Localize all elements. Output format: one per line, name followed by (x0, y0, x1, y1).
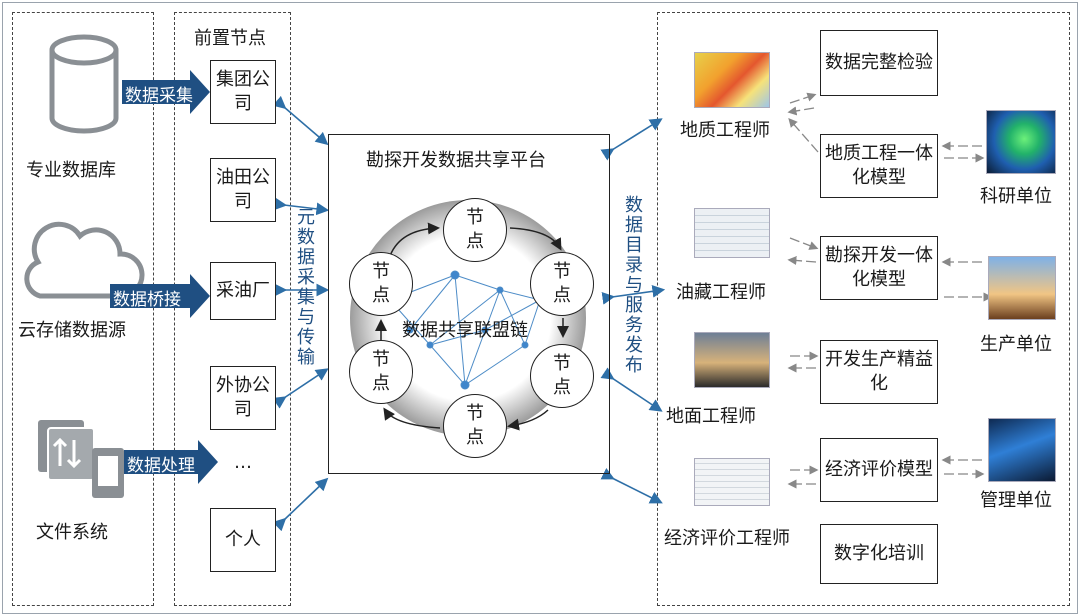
control-room-image (988, 418, 1056, 482)
surface-engineer-label: 地面工程师 (666, 406, 756, 427)
geo-engineering-model-box: 地质工程一体化模型 (820, 134, 938, 198)
surface-facility-image (694, 332, 770, 388)
ring-arc-1 (389, 222, 440, 257)
platform-title: 勘探开发数据共享平台 (366, 150, 546, 171)
file-system-label: 文件系统 (36, 522, 108, 543)
link-reservoir-model (789, 237, 819, 250)
metadata-transfer-label: 元数据采集与传输 (297, 207, 315, 368)
exploration-dev-model-box: 勘探开发一体化模型 (820, 236, 938, 300)
data-integrity-check-box: 数据完整检验 (820, 30, 938, 96)
front-node-person: 个人 (210, 508, 276, 572)
ring-arc-4 (507, 409, 549, 431)
link-group-platform (272, 95, 329, 146)
chain-node-lower-right: 节点 (530, 344, 594, 408)
chain-label: 数据共享联盟链 (402, 320, 528, 341)
process-arrow-shape (124, 440, 218, 484)
research-unit-label: 科研单位 (980, 186, 1052, 207)
chain-node-top: 节点 (443, 198, 507, 262)
geologist-label: 地质工程师 (680, 120, 770, 141)
front-node-ellipsis: … (234, 452, 252, 473)
link-platform-surface (600, 367, 663, 412)
front-node-contractor: 外协公司 (210, 366, 276, 430)
ring-arc-2 (509, 227, 562, 251)
source-region (12, 12, 154, 606)
bridge-arrow-shape (110, 274, 210, 318)
database-icon (49, 34, 119, 134)
chain-mesh (386, 270, 544, 390)
front-node-region (174, 12, 291, 606)
research-3d-image (986, 110, 1056, 174)
front-node-plant: 采油厂 (210, 262, 276, 320)
digital-training-box: 数字化培训 (820, 524, 938, 584)
front-node-title: 前置节点 (194, 28, 266, 49)
link-geo-model-geologist (788, 118, 819, 153)
collect-arrow-label: 数据采集 (125, 86, 193, 106)
cloud-source-label: 云存储数据源 (18, 320, 126, 341)
link-model-reservoir (787, 255, 817, 266)
chain-node-upper-left: 节点 (349, 252, 413, 316)
platform-box (328, 134, 610, 474)
link-platform-economist (600, 467, 663, 504)
application-region (657, 12, 1070, 606)
pumpjack-image (988, 256, 1056, 320)
economic-table-image (694, 458, 770, 506)
link-person-platform (272, 477, 329, 532)
link-platform-reservoir (601, 284, 666, 305)
front-node-oilfield: 油田公司 (210, 158, 276, 222)
link-oilfield-platform (273, 197, 330, 216)
management-unit-label: 管理单位 (980, 490, 1052, 511)
reservoir-engineer-label: 油藏工程师 (676, 282, 766, 303)
ring-arc-5 (383, 407, 441, 429)
database-label: 专业数据库 (26, 160, 116, 181)
bridge-arrow-label: 数据桥接 (113, 290, 181, 310)
front-node-group: 集团公司 (210, 60, 276, 124)
chain-node-upper-right: 节点 (530, 252, 594, 316)
link-check-geologist (787, 106, 815, 116)
geology-map-image (694, 52, 770, 108)
production-unit-label: 生产单位 (980, 334, 1052, 355)
collect-arrow-shape (122, 70, 210, 114)
chain-node-lower-left: 节点 (349, 340, 413, 404)
file-system-icon (38, 420, 124, 498)
reservoir-software-image (694, 208, 770, 258)
catalog-publish-label: 数据目录与服务发布 (625, 195, 643, 376)
link-platform-geologist (600, 118, 663, 161)
process-arrow-label: 数据处理 (127, 456, 195, 476)
link-geologist-check (789, 92, 817, 104)
link-contractor-platform (272, 368, 329, 409)
economic-model-box: 经济评价模型 (820, 438, 938, 502)
lean-production-box: 开发生产精益化 (820, 340, 938, 404)
chain-node-bottom: 节点 (443, 394, 507, 458)
cloud-icon (24, 221, 145, 299)
economic-engineer-label: 经济评价工程师 (664, 528, 790, 549)
